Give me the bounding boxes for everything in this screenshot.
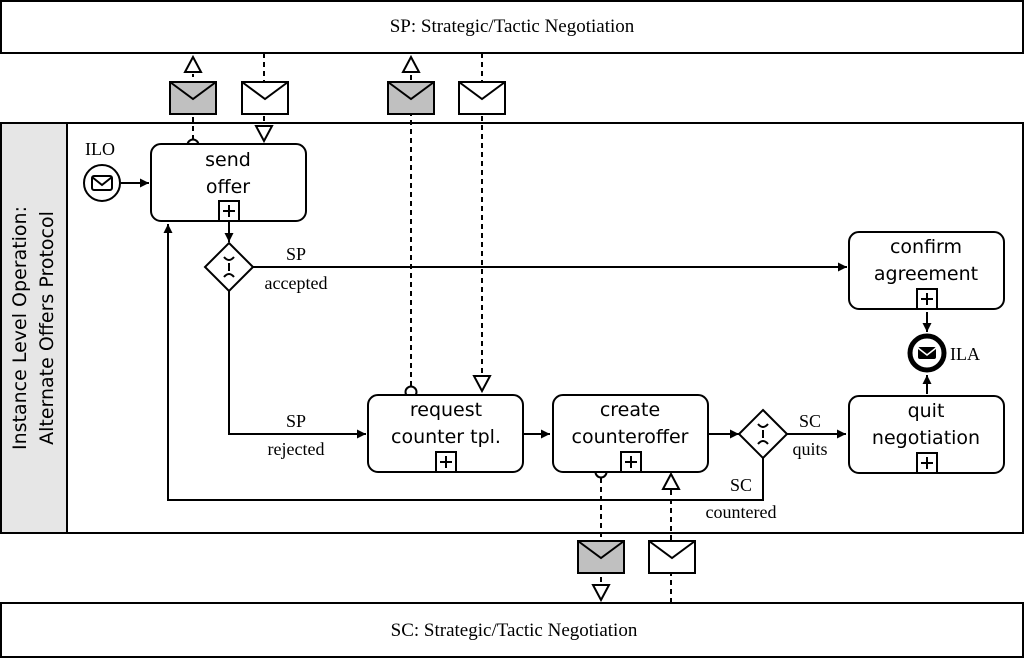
flow-label-sc-quits: SC quits: [792, 411, 827, 459]
end-event: ILA: [907, 333, 980, 373]
flow-label-sp-accepted-line1: SP: [286, 244, 306, 264]
end-event-label: ILA: [950, 344, 980, 364]
gateway-offer-response: [203, 241, 255, 293]
task-request-counter-line2: counter tpl.: [391, 426, 501, 448]
task-quit-negotiation-line1: quit: [908, 400, 945, 422]
lane-label-line1: Instance Level Operation:: [9, 206, 31, 450]
subprocess-marker-icon: [620, 451, 642, 473]
pool-sp: SP: Strategic/Tactic Negotiation: [0, 0, 1024, 54]
task-confirm-agreement-line2: agreement: [874, 263, 978, 285]
task-request-counter-line1: request: [410, 399, 482, 421]
task-create-counteroffer-line1: create: [600, 399, 660, 421]
task-quit-negotiation: quit negotiation: [848, 395, 1005, 474]
sequence-flows: [121, 178, 932, 501]
pool-sp-label: SP: Strategic/Tactic Negotiation: [390, 16, 635, 37]
flow-label-sc-quits-line2: quits: [792, 439, 827, 459]
task-send-offer-line1: send: [205, 149, 251, 171]
task-confirm-agreement: confirm agreement: [848, 231, 1005, 310]
start-event: ILO: [83, 139, 121, 202]
flow-label-sp-rejected-line2: rejected: [268, 439, 325, 459]
pool-sc: SC: Strategic/Tactic Negotiation: [0, 602, 1024, 658]
flow-label-sc-countered: SC countered: [706, 475, 777, 522]
lane-label-line2: Alternate Offers Protocol: [36, 211, 58, 445]
flow-label-sc-countered-line1: SC: [730, 475, 752, 495]
task-create-counteroffer-line2: counteroffer: [572, 426, 689, 448]
start-envelope-icon: [91, 175, 113, 191]
task-create-counteroffer: create counteroffer: [552, 394, 709, 473]
subprocess-marker-icon: [916, 452, 938, 474]
subprocess-marker-icon: [435, 451, 457, 473]
flow-label-sp-accepted: SP accepted: [265, 244, 328, 293]
envelope-request-out-icon: [387, 81, 435, 115]
task-quit-negotiation-line2: negotiation: [872, 427, 980, 449]
flow-label-sc-quits-line1: SC: [799, 411, 821, 431]
message-arrowheads: [183, 54, 681, 603]
gateway-counteroffer-response: [737, 408, 789, 460]
flow-label-sp-rejected: SP rejected: [268, 411, 325, 459]
envelope-send-offer-in-icon: [241, 81, 289, 115]
subprocess-marker-icon: [916, 288, 938, 310]
envelope-send-offer-out-icon: [169, 81, 217, 115]
envelope-counteroffer-in-icon: [648, 540, 696, 574]
start-event-label: ILO: [85, 139, 115, 159]
pool-sc-label: SC: Strategic/Tactic Negotiation: [391, 620, 638, 641]
task-send-offer: send offer: [150, 143, 307, 222]
subprocess-marker-icon: [218, 200, 240, 222]
envelope-counteroffer-out-icon: [577, 540, 625, 574]
task-confirm-agreement-line1: confirm: [890, 236, 962, 258]
envelope-request-in-icon: [458, 81, 506, 115]
end-envelope-icon: [918, 347, 936, 359]
flow-label-sc-countered-line2: countered: [706, 502, 777, 522]
task-send-offer-line2: offer: [206, 176, 250, 198]
task-request-counter: request counter tpl.: [367, 394, 524, 473]
flow-label-sp-rejected-line1: SP: [286, 411, 306, 431]
flow-label-sp-accepted-line2: accepted: [265, 273, 328, 293]
